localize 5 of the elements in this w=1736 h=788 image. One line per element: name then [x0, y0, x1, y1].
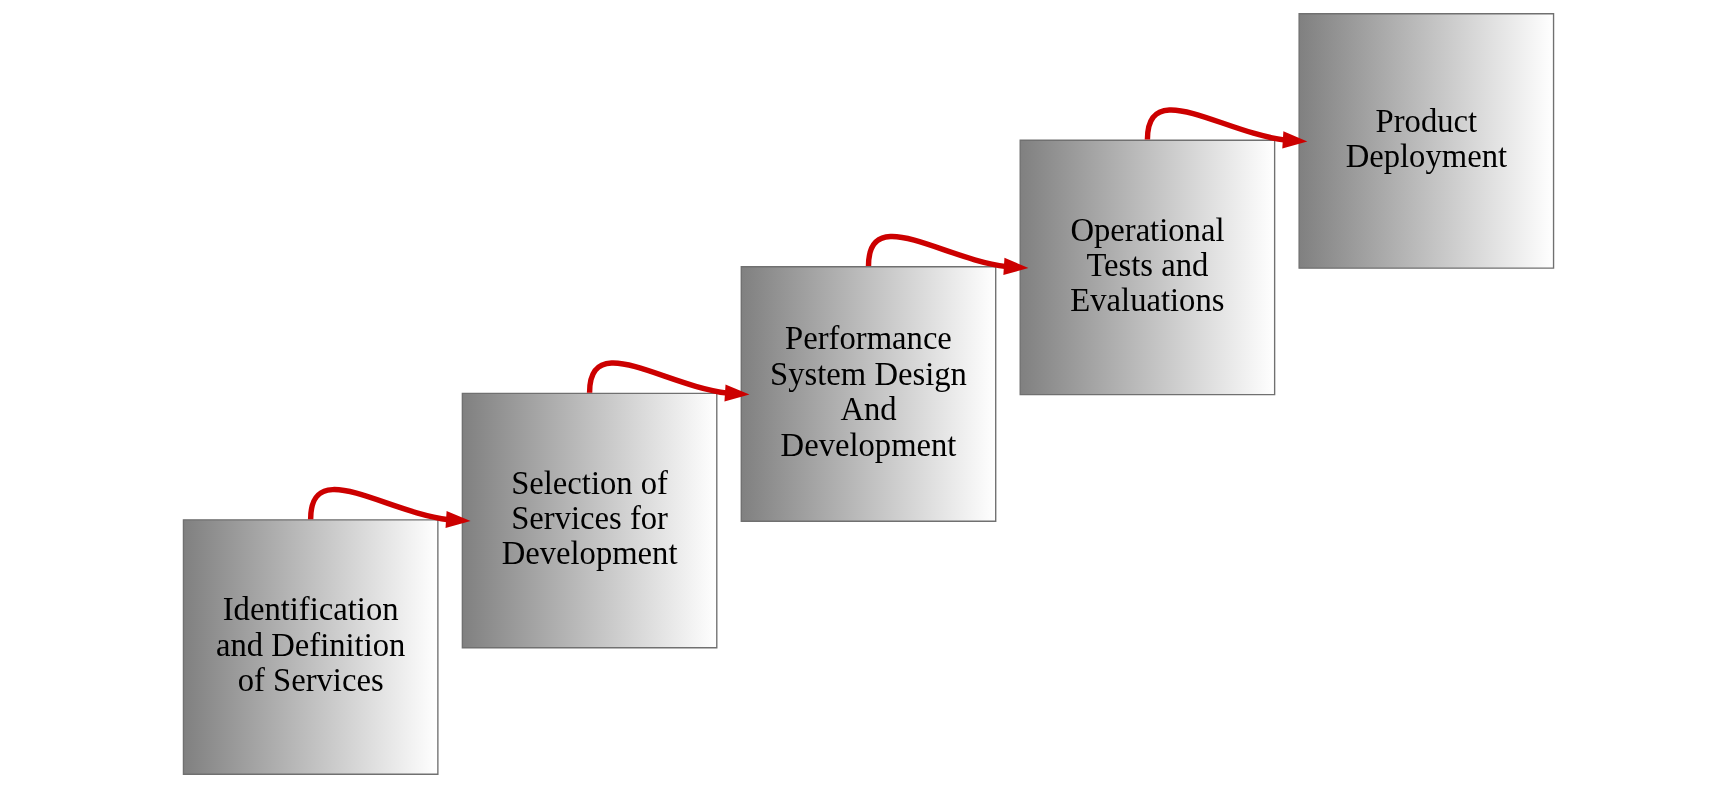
node-box: Operational Tests and Evaluations [1019, 139, 1275, 396]
node-box: Performance System Design And Development [740, 266, 996, 522]
node-box: Product Deployment [1297, 13, 1554, 269]
node-box: Selection of Services for Development [461, 392, 717, 649]
node-box: Identification and Definition of Services [182, 519, 439, 775]
